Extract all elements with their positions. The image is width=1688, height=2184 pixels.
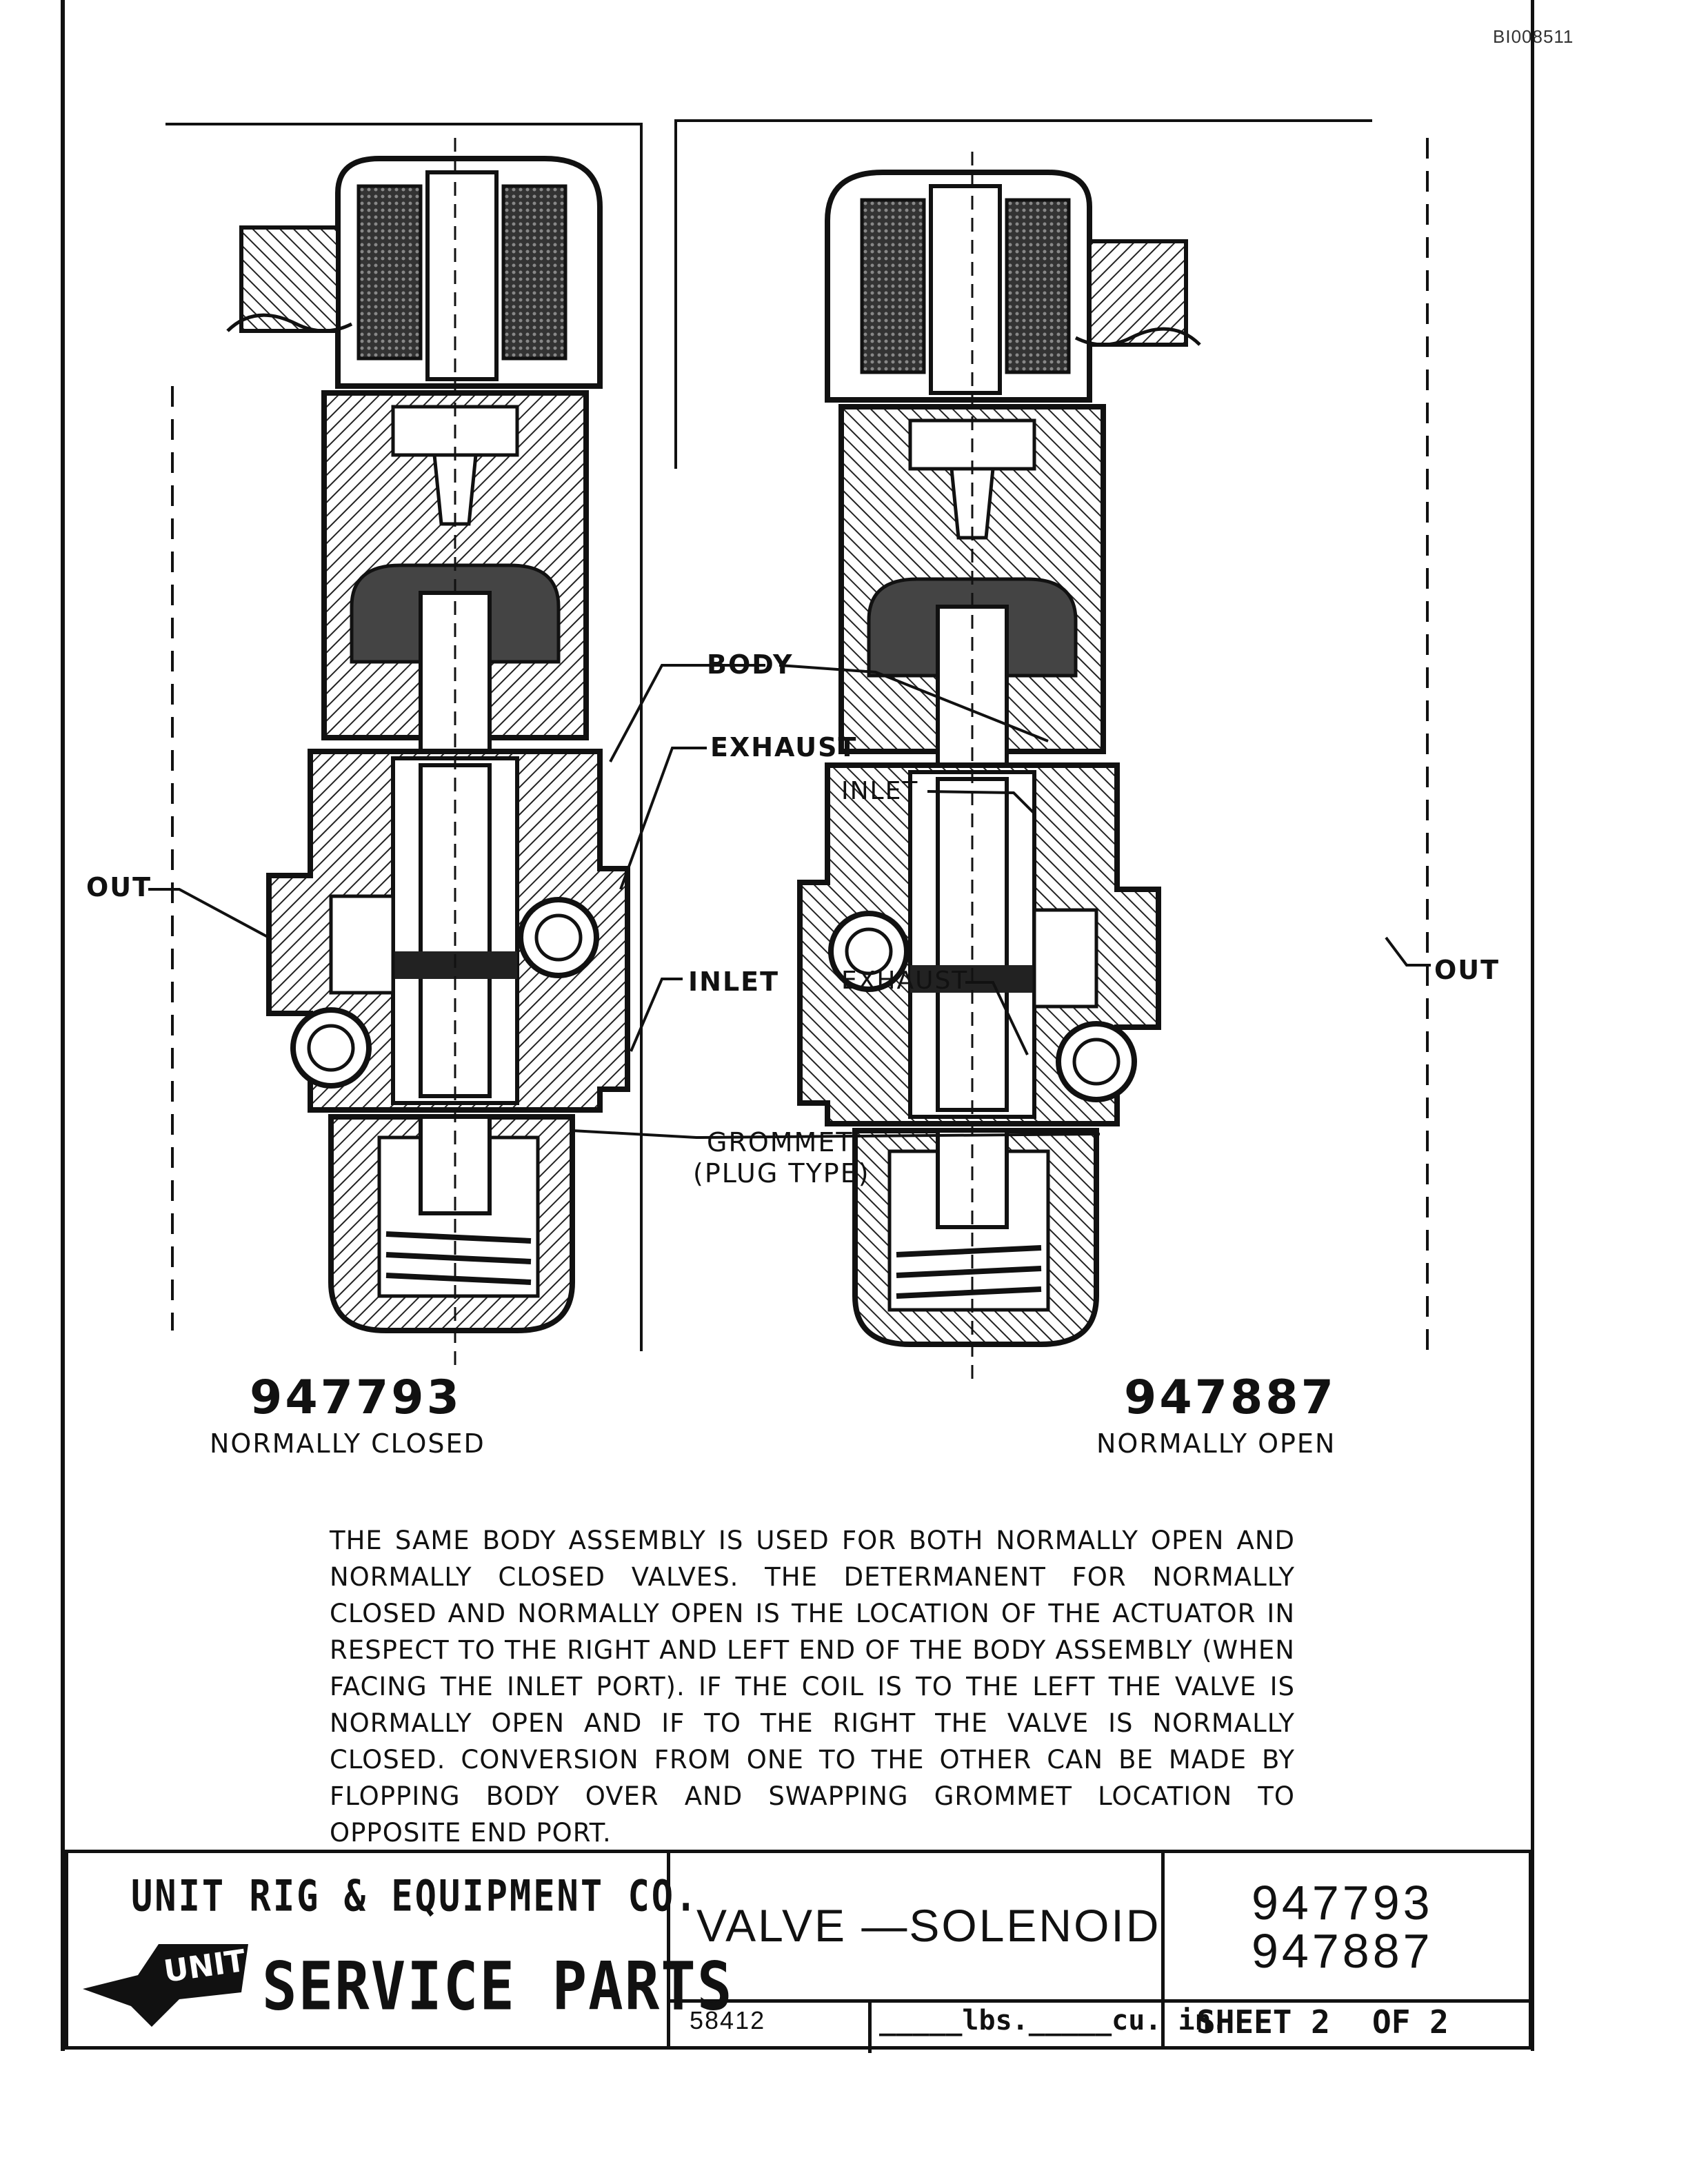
part-description: VALVE —SOLENOID bbox=[696, 1900, 1161, 1951]
callout-out-left: OUT bbox=[86, 872, 152, 902]
callout-grommet: GROMMET bbox=[707, 1127, 854, 1157]
callout-inlet-left: INLET bbox=[688, 967, 780, 997]
callout-exhaust-left: EXHAUST bbox=[710, 732, 858, 762]
callout-grommet-type: (PLUG TYPE) bbox=[693, 1158, 870, 1189]
caption-normally-closed: NORMALLY CLOSED bbox=[210, 1428, 485, 1459]
sheet-total: OF 2 bbox=[1372, 2003, 1449, 2041]
callout-inlet-right: INLET bbox=[841, 777, 919, 805]
explanatory-note: THE SAME BODY ASSEMBLY IS USED FOR BOTH … bbox=[330, 1526, 1295, 1848]
unit-rig-logo: UNIT RIG bbox=[83, 1934, 255, 2027]
drawing-number: 58412 bbox=[690, 2006, 766, 2034]
sheet-number: SHEET 2 bbox=[1196, 2003, 1330, 2041]
service-parts-label: SERVICE PARTS bbox=[262, 1948, 734, 2025]
title-part-number-2: 947887 bbox=[1252, 1924, 1434, 1978]
frame-border-right bbox=[1531, 0, 1534, 2051]
title-block bbox=[65, 1850, 1532, 2053]
valve-cross-section-drawing bbox=[148, 119, 1431, 1834]
callout-out-right: OUT bbox=[1434, 955, 1500, 985]
callout-exhaust-right: EXHAUST bbox=[841, 967, 969, 995]
caption-normally-open: NORMALLY OPEN bbox=[1096, 1428, 1336, 1459]
part-number-normally-closed: 947793 bbox=[250, 1371, 462, 1425]
company-name: UNIT RIG & EQUIPMENT CO. bbox=[131, 1872, 699, 1921]
weight-volume-field: _____lbs._____cu. in. bbox=[879, 2005, 1228, 2036]
title-part-number-1: 947793 bbox=[1252, 1876, 1434, 1930]
part-number-normally-open: 947887 bbox=[1124, 1371, 1336, 1425]
frame-border-left bbox=[61, 0, 65, 2051]
callout-body: BODY bbox=[707, 649, 794, 680]
